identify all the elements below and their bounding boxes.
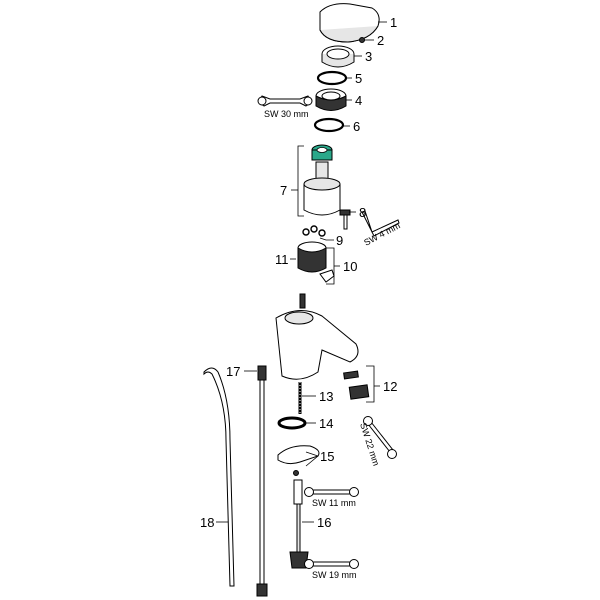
callout-17: 17 <box>226 364 240 379</box>
part-15-plate <box>277 445 320 476</box>
callout-15: 15 <box>320 449 334 464</box>
wrench-sw11-icon <box>304 487 359 497</box>
callout-13: 13 <box>319 389 333 404</box>
part-14-washer <box>277 416 307 430</box>
callout-14: 14 <box>319 416 333 431</box>
part-7-cartridge <box>303 144 341 216</box>
callout-2: 2 <box>377 33 384 48</box>
leader-lines <box>216 21 387 523</box>
callout-4: 4 <box>355 93 362 108</box>
callout-5: 5 <box>355 71 362 86</box>
callout-9: 9 <box>336 233 343 248</box>
wrench-sw30-icon <box>257 95 313 107</box>
part-1-handle-cap <box>319 3 380 43</box>
part-9-seals <box>302 225 326 237</box>
wrench-label-sw11: SW 11 mm <box>312 498 356 508</box>
part-3-ring-cover <box>321 45 355 68</box>
part-6-o-ring <box>313 117 345 133</box>
callout-3: 3 <box>365 49 372 64</box>
part-18-lift-rod <box>203 367 235 587</box>
callout-7: 7 <box>280 183 287 198</box>
part-4-threaded-nut <box>315 88 347 111</box>
part-2-screw <box>359 37 365 43</box>
wrench-label-sw22: SW 22 mm <box>358 422 381 467</box>
callout-10: 10 <box>343 259 357 274</box>
wrench-label-sw19: SW 19 mm <box>312 570 357 580</box>
callout-18: 18 <box>200 515 214 530</box>
part-16-mounting-stud <box>289 479 309 569</box>
part-5-o-ring <box>316 70 348 86</box>
callout-1: 1 <box>390 15 397 30</box>
callout-8: 8 <box>359 205 366 220</box>
part-17-supply-hose <box>256 365 268 597</box>
callout-16: 16 <box>317 515 331 530</box>
spout-body <box>275 293 359 380</box>
callout-6: 6 <box>353 119 360 134</box>
part-11-cartridge-base <box>297 241 327 273</box>
hex-key-sw4-icon <box>361 210 400 237</box>
wrench-label-sw30: SW 30 mm <box>264 109 309 119</box>
part-12-aerator <box>343 370 370 400</box>
part-8-screw <box>339 209 351 230</box>
callout-12: 12 <box>383 379 397 394</box>
wrench-sw19-icon <box>304 559 359 569</box>
wrench-sw22-icon <box>363 416 397 459</box>
part-10-clip <box>319 269 335 283</box>
callout-11: 11 <box>275 252 289 267</box>
